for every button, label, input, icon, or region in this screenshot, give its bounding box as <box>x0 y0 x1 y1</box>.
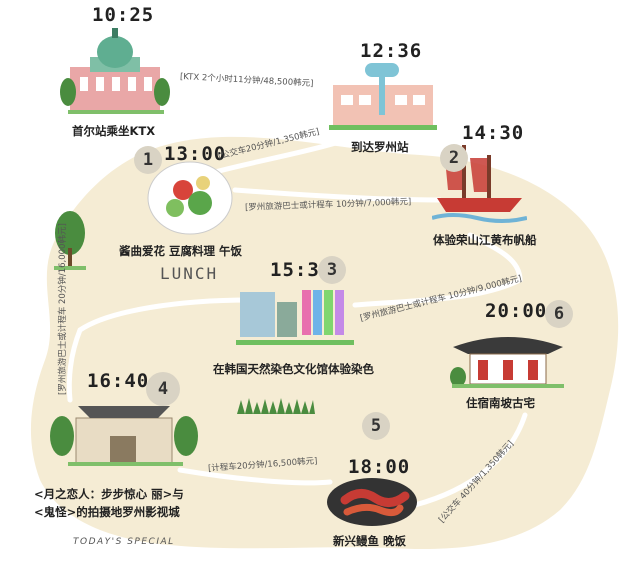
label-dye: 在韩国天然染色文化馆体验染色 <box>213 362 374 376</box>
label-stay: 住宿南坡古宅 <box>466 396 535 410</box>
badge-5: 5 <box>362 412 390 440</box>
tree-illustration <box>54 211 86 270</box>
time-seoul: 10:25 <box>92 4 155 26</box>
label-boat: 体验荣山江黄布帆船 <box>433 233 537 247</box>
time-dye: 15:30 <box>270 259 333 281</box>
label-seoul: 首尔站乘坐KTX <box>72 124 156 138</box>
time-boat: 14:30 <box>462 122 525 144</box>
eel-dinner-illustration <box>327 478 417 526</box>
todays-special-text: TODAY'S SPECIAL <box>73 537 175 547</box>
grass-illustration <box>237 398 315 414</box>
time-lunch: 13:00 <box>164 143 227 165</box>
seoul-station-illustration <box>60 28 170 114</box>
time-stay: 20:00 <box>485 300 548 322</box>
label-arrive: 到达罗州站 <box>351 140 409 154</box>
time-arrive: 12:36 <box>360 40 423 62</box>
dye-center-illustration <box>236 290 354 345</box>
lunch-decor-text: LUNCH <box>160 264 219 283</box>
time-dinner: 18:00 <box>348 456 411 478</box>
route-paths <box>66 83 528 508</box>
lunch-plate-illustration <box>147 161 233 235</box>
label-film-line1: <月之恋人：步步惊心 丽>与 <box>34 487 184 501</box>
badge-4: 4 <box>146 372 180 406</box>
film-set-illustration <box>50 406 198 466</box>
badge-6: 6 <box>545 300 573 328</box>
badge-2: 2 <box>440 144 468 172</box>
label-film-line2: <鬼怪>的拍摄地罗州影视城 <box>34 505 180 519</box>
badge-1: 1 <box>134 146 162 174</box>
badge-3: 3 <box>318 256 346 284</box>
label-lunch: 酱曲爱花 豆腐料理 午饭 <box>119 244 243 258</box>
naju-station-illustration <box>329 63 437 130</box>
hanok-house-illustration <box>450 337 564 388</box>
label-dinner: 新兴鳗鱼 晚饭 <box>333 534 407 548</box>
time-film: 16:40 <box>87 370 150 392</box>
route-tour3: [罗州旅游巴士或计程车 20分钟/16,000韩元] <box>58 223 68 395</box>
